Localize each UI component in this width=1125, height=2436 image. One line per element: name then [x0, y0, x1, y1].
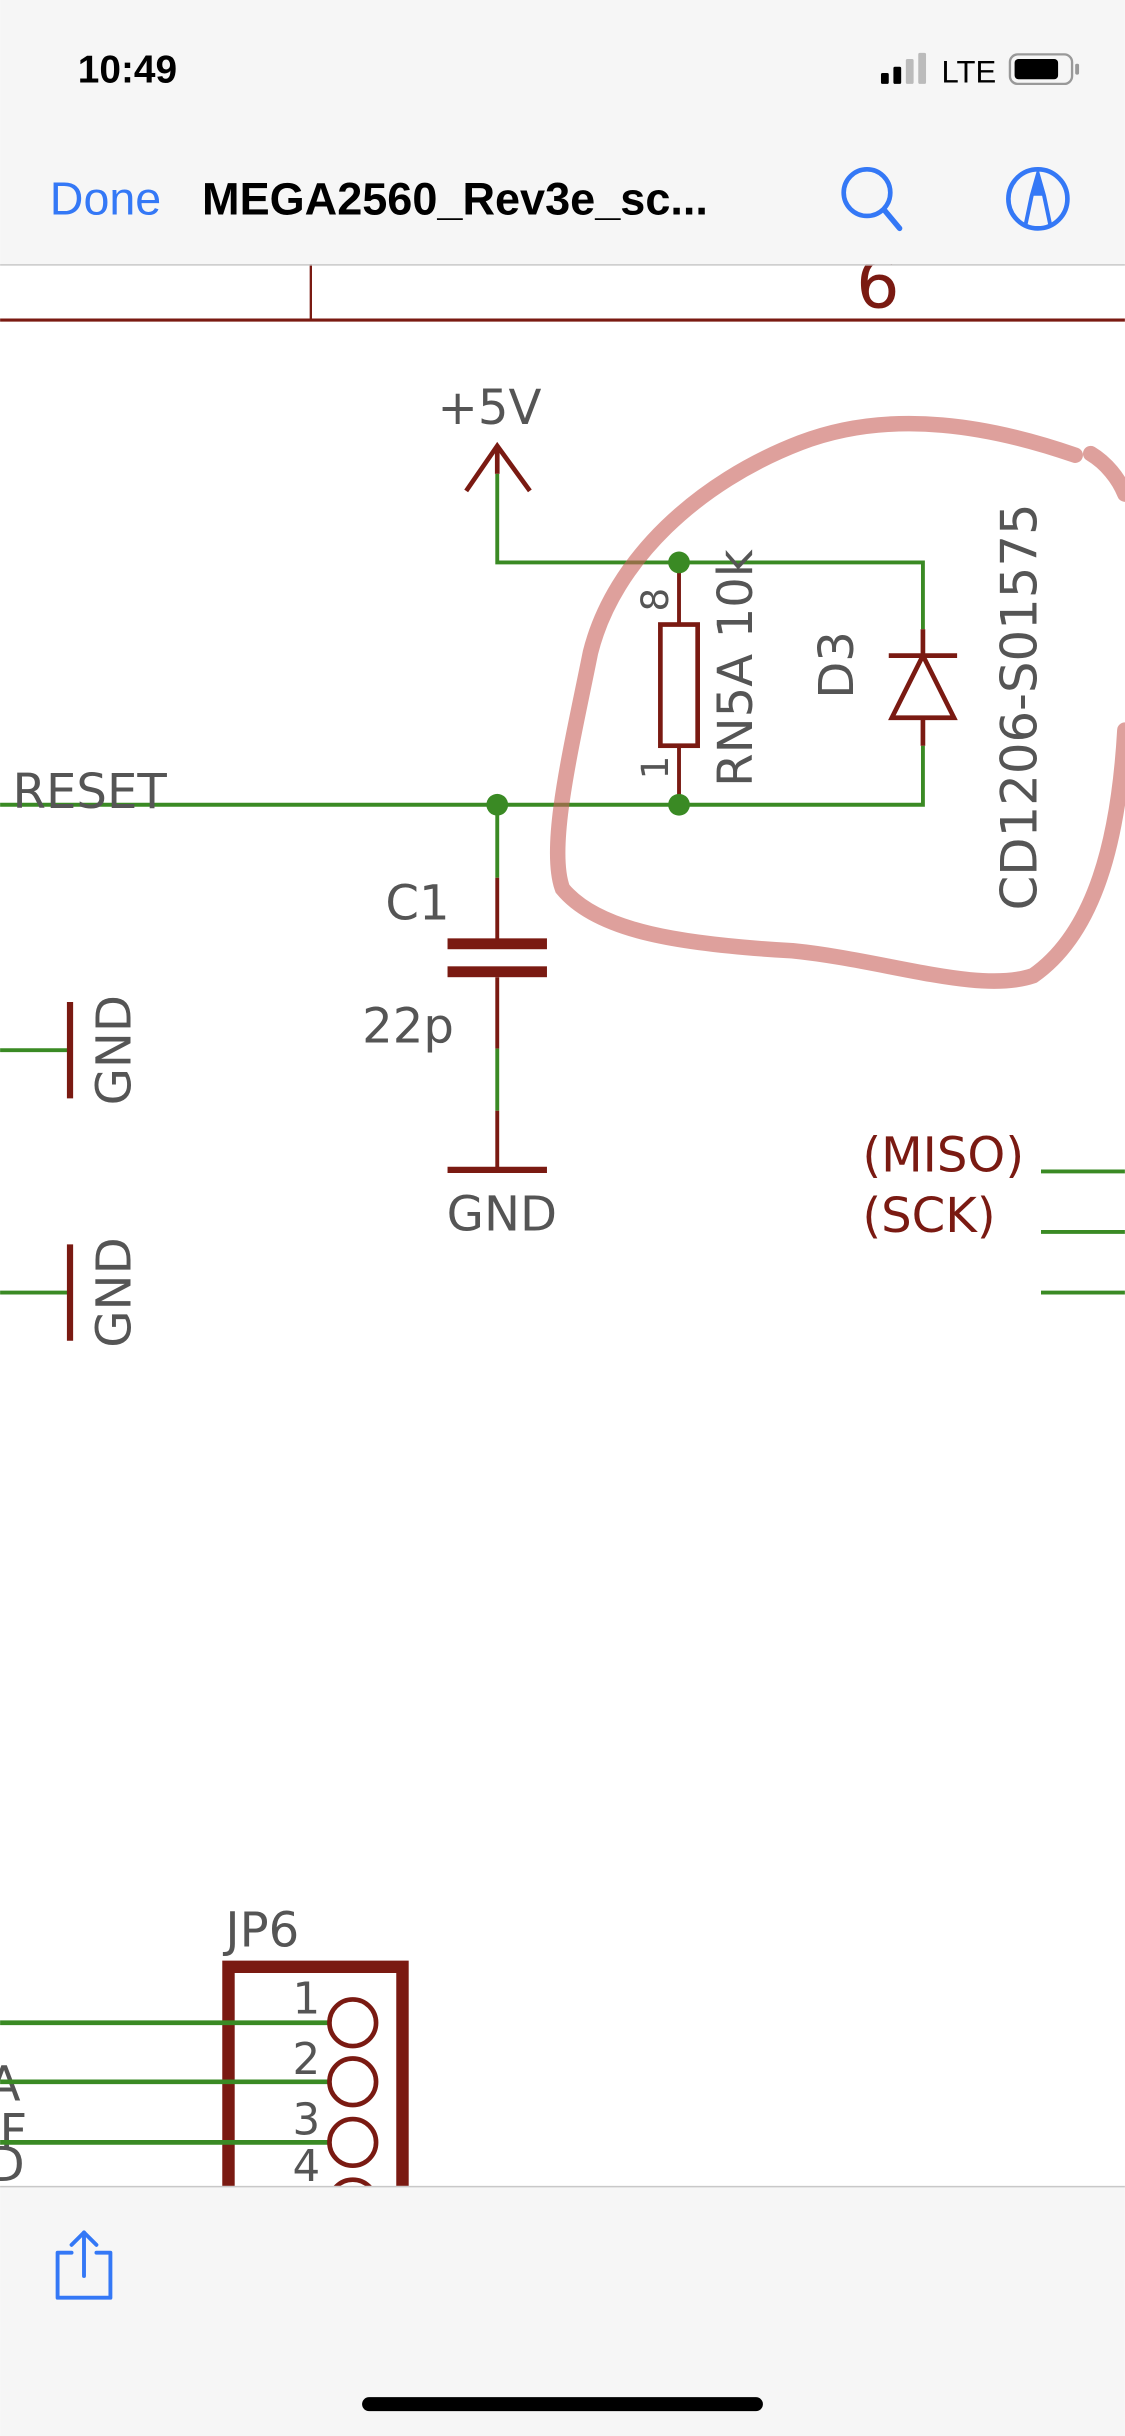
pin-number: 3 [292, 2096, 320, 2146]
markup-circle-annotation[interactable] [549, 415, 1125, 989]
reset-net-label: RESET [13, 764, 168, 820]
done-button[interactable]: Done [50, 172, 161, 224]
share-icon[interactable] [55, 2230, 113, 2300]
net-label-fragment: EF [0, 2105, 27, 2161]
header: 10:49 LTE Done MEGA2560_Rev3e_sc... [0, 0, 1125, 266]
diode-part-number: CD1206-S01575 [990, 503, 1048, 910]
wire-reset [0, 745, 925, 807]
diode-label: D3 [809, 631, 865, 699]
resistor-pin-top: 8 [633, 588, 677, 612]
capacitor-value: 22p [362, 998, 454, 1054]
wire-5v [495, 473, 925, 630]
capacitor-c1[interactable]: C1 22p GND [362, 804, 557, 1243]
document-title: MEGA2560_Rev3e_sc... [202, 173, 708, 224]
gnd-symbol: GND [0, 995, 143, 1105]
schematic-canvas[interactable]: 6 +5V RESET 8 1 RN5A 10k D3 CD1206-S0157… [0, 246, 1125, 2229]
pin-number: 2 [292, 2035, 320, 2085]
capacitor-label: C1 [385, 876, 449, 932]
gnd-symbol: GND [0, 1237, 143, 1348]
network-label: LTE [942, 54, 997, 89]
net-label-fragment: A [0, 2056, 21, 2112]
pin-number: 4 [292, 2142, 320, 2192]
resistor-pin-bottom: 1 [633, 756, 677, 780]
gnd-label: GND [447, 1186, 557, 1242]
search-icon[interactable] [841, 167, 903, 232]
svg-text:GND: GND [87, 1237, 143, 1347]
markup-pen-icon[interactable] [1006, 166, 1070, 231]
junction-dot [668, 793, 690, 816]
junction-dot [668, 551, 690, 574]
diode-d3[interactable]: D3 CD1206-S01575 [809, 503, 1048, 910]
supply-label: +5V [438, 380, 542, 436]
resistor-label: RN5A 10k [708, 549, 764, 787]
sck-label: (SCK) [862, 1188, 995, 1244]
bottom-toolbar [0, 2185, 1125, 2436]
status-time: 10:49 [78, 48, 177, 91]
pin-number: 1 [292, 1974, 320, 2024]
home-indicator[interactable] [362, 2397, 763, 2412]
battery-icon [1008, 53, 1080, 86]
net-label-fragment: D [0, 2137, 25, 2193]
connector-jp6[interactable]: JP6 A EF D 1 2 3 4 [0, 1903, 409, 2229]
connector-label: JP6 [222, 1903, 299, 1959]
svg-text:GND: GND [87, 995, 143, 1105]
signal-icon [880, 52, 927, 84]
miso-label: (MISO) [862, 1127, 1024, 1183]
